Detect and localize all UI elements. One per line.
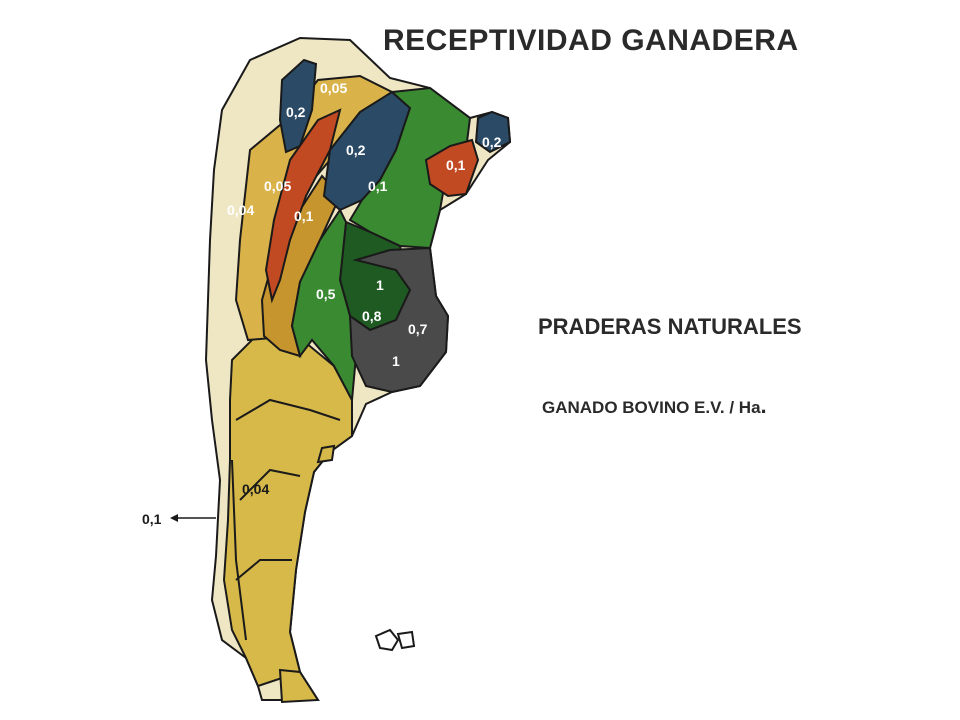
value-label: 0,7 — [408, 321, 428, 337]
units-text: GANADO BOVINO E.V. / Ha — [542, 398, 761, 417]
value-label: 0,1 — [294, 208, 314, 224]
boundary-line — [231, 459, 247, 641]
value-label: 0,1 — [446, 157, 466, 173]
peninsula-valdes — [316, 444, 336, 464]
value-label: 0,1 — [368, 178, 388, 194]
value-label: 0,1 — [142, 511, 162, 527]
value-label: 1 — [376, 277, 384, 293]
malvinas-islands — [374, 628, 416, 652]
value-label: 0,04 — [242, 481, 270, 497]
value-label: 0,04 — [227, 202, 255, 218]
value-label: 0,2 — [286, 104, 306, 120]
value-label: 0,2 — [346, 142, 366, 158]
boundary-line — [239, 468, 301, 501]
tierra-del-fuego — [278, 668, 320, 704]
map-subtitle: PRADERAS NATURALES — [538, 314, 802, 339]
arrow-head — [170, 514, 178, 522]
region-patagonia-yellow — [222, 328, 353, 688]
boundary-line — [235, 559, 292, 581]
value-label: 0,05 — [264, 178, 292, 194]
region-misiones-blue — [474, 110, 512, 154]
region-corrientes-red — [424, 138, 480, 198]
value-label: 0,2 — [482, 134, 502, 150]
value-label: 0,05 — [320, 80, 348, 96]
boundary-line — [235, 398, 341, 421]
units-suffix: . — [760, 393, 767, 418]
value-label: 0,8 — [362, 308, 382, 324]
units-label: GANADO BOVINO E.V. / Ha. — [542, 393, 767, 419]
region-espinal-red — [264, 108, 342, 304]
region-puna-blue — [278, 58, 318, 154]
map-title: RECEPTIVIDAD GANADERA — [383, 24, 799, 57]
value-label: 1 — [392, 353, 400, 369]
region-pampa-gray — [348, 246, 450, 394]
value-label: 0,5 — [316, 286, 336, 302]
